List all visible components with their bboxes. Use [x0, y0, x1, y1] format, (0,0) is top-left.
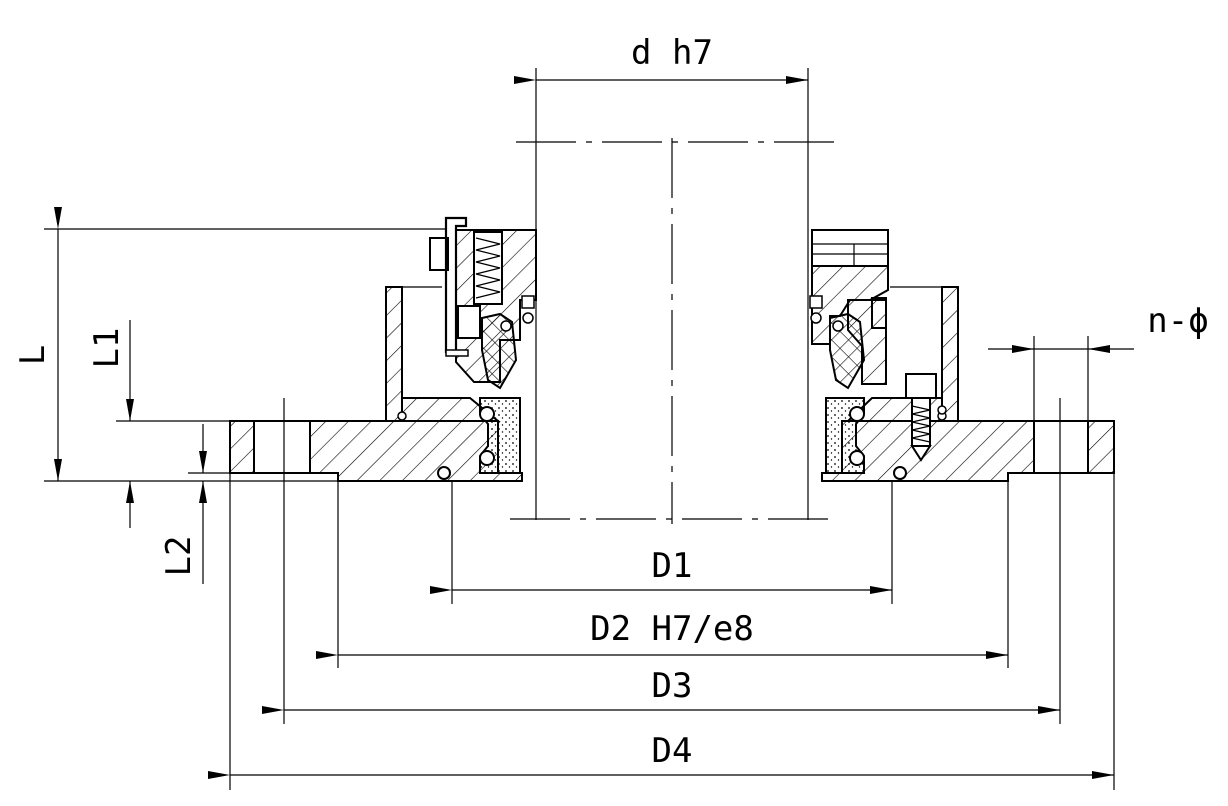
- dimension-length-l1: [116, 320, 230, 528]
- label-length-l2: L2: [159, 536, 199, 577]
- label-length-total: L: [13, 345, 53, 365]
- label-holes: n-ϕ: [1147, 301, 1208, 341]
- label-diameter-d3: D3: [652, 666, 693, 706]
- dimension-holes: [988, 336, 1134, 421]
- dimension-diameter-d3: [262, 398, 1061, 724]
- dimension-length-total: [44, 207, 446, 482]
- label-diameter-d4: D4: [652, 731, 693, 771]
- dimension-length-l2: [188, 424, 254, 584]
- label-shaft-diameter: d h7: [631, 33, 713, 73]
- left-seal-assembly: [385, 216, 537, 474]
- label-length-l1: L1: [87, 328, 127, 369]
- shaft-outline: [510, 68, 836, 524]
- dimension-diameter-d1: [430, 481, 893, 604]
- label-diameter-d2: D2 H7/e8: [590, 609, 754, 649]
- label-diameter-d1: D1: [652, 546, 693, 586]
- dimension-diameter-d4: [208, 473, 1115, 790]
- dimension-diameter-d2: [316, 473, 1009, 668]
- right-seal-assembly: [809, 229, 959, 474]
